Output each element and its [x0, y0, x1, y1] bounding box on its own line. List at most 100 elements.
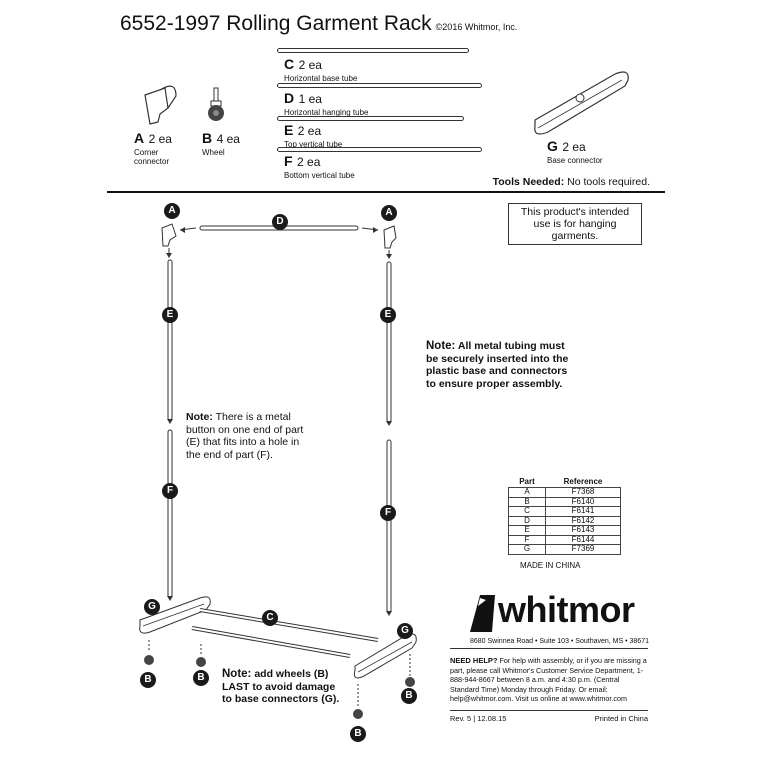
right-base-connector — [353, 633, 417, 679]
badge-e-right: E — [380, 307, 396, 323]
part-letter: F — [284, 153, 293, 169]
badge-a-left: A — [164, 203, 180, 219]
revision: Rev. 5 | 12.08.15 — [450, 714, 507, 723]
corner-connector-icon — [144, 85, 177, 125]
table-cell: F6141 — [545, 506, 621, 517]
part-letter: B — [202, 130, 213, 146]
right-bottom-tube-f — [386, 439, 392, 613]
note-wheels: Note: add wheels (B) LAST to avoid damag… — [222, 668, 346, 706]
document-title: 6552-1997 Rolling Garment Rack©2016 Whit… — [120, 12, 517, 36]
tools-needed: Tools Needed: No tools required. — [493, 176, 650, 188]
printed-in: Printed in China — [594, 714, 648, 723]
part-a-label: A 2 ea Corner connector — [134, 130, 172, 166]
help-block: NEED HELP? For help with assembly, or if… — [450, 656, 650, 704]
table-cell: C — [508, 506, 546, 517]
tools-label: Tools Needed: — [492, 176, 565, 188]
part-e-label: E 2 ea Top vertical tube — [284, 122, 342, 149]
right-corner-connector — [383, 225, 397, 249]
tube-c-icon — [277, 48, 469, 53]
badge-a-right: A — [381, 205, 397, 221]
badge-b-2: B — [193, 670, 209, 686]
left-corner-connector — [161, 223, 177, 247]
part-desc: Horizontal hanging tube — [284, 108, 369, 117]
part-qty: 4 ea — [216, 132, 240, 146]
note-button: Note: There is a metal button on one end… — [186, 411, 306, 461]
title-text: 6552-1997 Rolling Garment Rack — [120, 12, 432, 35]
intended-use-text: This product's intended use is for hangi… — [520, 206, 630, 242]
badge-g-left: G — [144, 599, 160, 615]
part-letter: A — [134, 130, 145, 146]
wheel-diagram-4 — [353, 684, 363, 719]
part-desc: Horizontal base tube — [284, 74, 358, 83]
part-qty: 1 ea — [298, 92, 322, 106]
intended-use-box: This product's intended use is for hangi… — [508, 203, 642, 245]
wheel-icon — [208, 87, 224, 121]
part-qty: 2 ea — [148, 132, 172, 146]
help-label: NEED HELP? — [450, 656, 498, 665]
note-label: Note: — [222, 668, 252, 680]
part-desc: connector — [134, 157, 170, 166]
whitmor-logo-icon — [470, 595, 495, 632]
part-b-label: B 4 ea Wheel — [202, 130, 240, 157]
table-cell: F7368 — [545, 487, 621, 498]
divider-line — [450, 710, 648, 711]
note-label: Note: — [186, 411, 213, 423]
part-qty: 2 ea — [562, 140, 586, 154]
table-cell: A — [508, 487, 546, 498]
base-connector-icon — [534, 71, 629, 135]
made-in-label: MADE IN CHINA — [520, 560, 581, 570]
brand-name: whitmor — [498, 589, 635, 630]
part-letter: D — [284, 90, 295, 106]
table-cell: E — [508, 525, 546, 536]
note-text: add wheels (B) LAST to avoid damage to b… — [222, 668, 340, 705]
badge-f-left: F — [162, 483, 178, 499]
part-desc: Wheel — [202, 148, 225, 157]
badge-g-right: G — [397, 623, 413, 639]
table-cell: G — [508, 544, 546, 555]
part-c-label: C 2 ea Horizontal base tube — [284, 56, 357, 83]
part-g-label: G 2 ea Base connector — [547, 138, 603, 165]
table-header: Reference — [563, 477, 603, 486]
left-bottom-tube-f — [167, 429, 173, 599]
part-qty: 2 ea — [297, 155, 321, 169]
note-label: Note: — [426, 340, 456, 352]
table-cell: F7369 — [545, 544, 621, 555]
part-qty: 2 ea — [298, 58, 322, 72]
part-desc: Corner — [134, 148, 159, 157]
tools-value: No tools required. — [567, 176, 650, 188]
brand-address: 8680 Swinnea Road • Suite 103 • Southave… — [470, 638, 649, 645]
badge-f-right: F — [380, 505, 396, 521]
wheel-diagram-2 — [196, 644, 206, 667]
part-letter: G — [547, 138, 558, 154]
badge-b-3: B — [401, 688, 417, 704]
tube-d-icon — [277, 83, 482, 88]
part-desc: Base connector — [547, 156, 603, 165]
badge-c: C — [262, 610, 278, 626]
part-qty: 2 ea — [297, 124, 322, 138]
part-desc: Bottom vertical tube — [284, 171, 355, 180]
note-tubing: Note: All metal tubing must be securely … — [426, 340, 576, 390]
table-cell: F6143 — [545, 525, 621, 536]
tube-e-icon — [277, 116, 464, 121]
badge-e-left: E — [162, 307, 178, 323]
table-header: Part — [519, 477, 535, 486]
part-f-label: F 2 ea Bottom vertical tube — [284, 153, 355, 180]
part-letter: E — [284, 122, 294, 138]
copyright: ©2016 Whitmor, Inc. — [435, 22, 518, 32]
divider-line — [450, 648, 648, 649]
badge-b-1: B — [140, 672, 156, 688]
tube-f-icon — [277, 147, 482, 152]
section-divider — [107, 191, 665, 193]
wheel-diagram-1 — [144, 640, 154, 665]
note-text: There is a metal button on one end of pa… — [186, 411, 304, 461]
badge-d: D — [272, 214, 288, 230]
right-top-tube-e — [386, 261, 392, 423]
note-text: All metal tubing must be securely insert… — [426, 340, 569, 390]
part-desc: Top vertical tube — [284, 140, 343, 149]
